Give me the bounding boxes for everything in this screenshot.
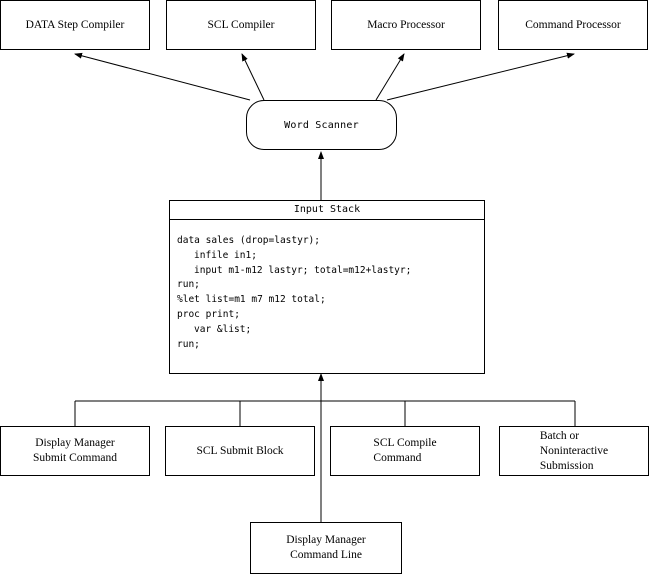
dm-command-line-line-2: Command Line	[290, 549, 362, 561]
batch-submission-box: Batch or Noninteractive Submission	[499, 426, 649, 476]
arrow-scanner-to-data-step	[74, 52, 251, 101]
dm-submit-command-box: Display Manager Submit Command	[0, 426, 150, 476]
command-processor-box: Command Processor	[498, 0, 648, 50]
input-stack-line: %let list=m1 m7 m12 total;	[177, 294, 326, 306]
dm-command-line-line-1: Display Manager	[286, 534, 366, 546]
input-stack-line: proc print;	[177, 308, 240, 320]
dm-submit-line-1: Display Manager	[35, 437, 115, 449]
word-scanner-label: Word Scanner	[284, 119, 359, 131]
batch-line-2: Noninteractive	[539, 444, 609, 457]
input-stack-box: Input Stack data sales (drop=lastyr); inf…	[169, 200, 485, 374]
scl-compile-command-box: SCL Compile Command	[330, 426, 480, 476]
input-stack-line: infile in1;	[194, 249, 257, 261]
data-step-compiler-box: DATA Step Compiler	[0, 0, 150, 50]
batch-line-3: Submission	[539, 459, 594, 472]
macro-processor-label: Macro Processor	[367, 18, 445, 31]
arrow-scanner-to-command	[386, 52, 575, 101]
command-processor-label: Command Processor	[525, 18, 621, 31]
scl-compile-line-1: SCL Compile	[373, 437, 437, 449]
data-step-compiler-label: DATA Step Compiler	[25, 18, 125, 31]
dm-submit-line-2: Submit Command	[32, 452, 118, 464]
macro-processor-box: Macro Processor	[331, 0, 481, 50]
dm-command-line-box: Display Manager Command Line	[250, 522, 402, 574]
arrow-scanner-to-macro	[375, 53, 405, 101]
input-stack-line: run;	[177, 338, 200, 350]
input-stack-line: run;	[177, 279, 200, 291]
scl-compiler-label: SCL Compiler	[207, 18, 275, 31]
input-stack-line: input m1-m12 lastyr; total=m12+lastyr;	[194, 264, 412, 276]
word-scanner-box: Word Scanner	[246, 100, 397, 150]
input-stack-line: var &list;	[194, 323, 252, 335]
scl-compile-line-2: Command	[373, 452, 422, 464]
scl-compiler-box: SCL Compiler	[166, 0, 316, 50]
batch-line-1: Batch or	[539, 429, 580, 442]
input-stack-line: data sales (drop=lastyr);	[177, 235, 320, 246]
input-stack-code: data sales (drop=lastyr); infile in1; inpu…	[170, 220, 484, 352]
scl-submit-block-box: SCL Submit Block	[165, 426, 315, 476]
scl-submit-line-1: SCL Submit Block	[196, 444, 284, 457]
input-stack-title: Input Stack	[170, 201, 484, 220]
arrow-scanner-to-scl-compiler	[241, 53, 265, 101]
